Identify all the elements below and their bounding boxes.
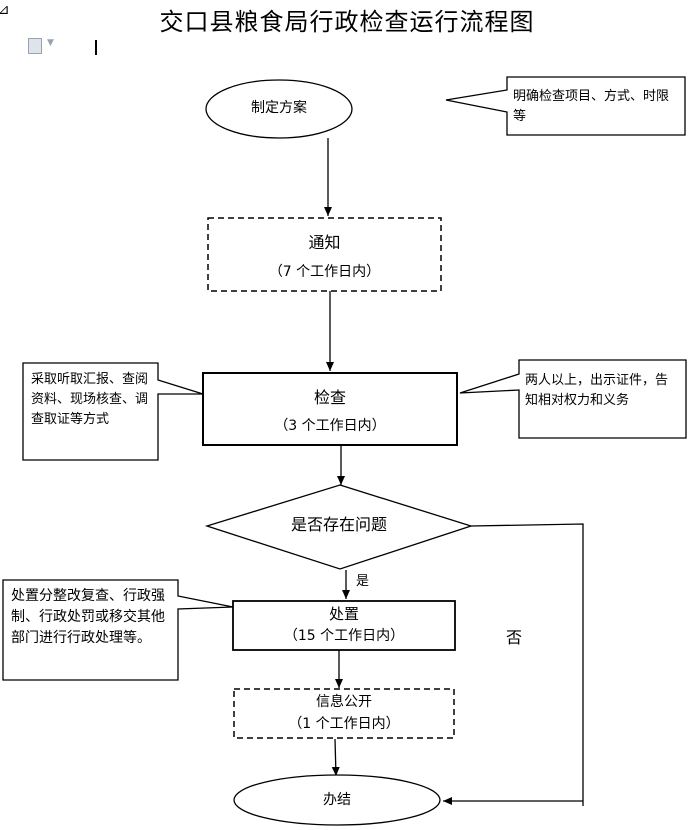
handle-note-shape <box>2 579 234 681</box>
inspect-left-note: 采取听取汇报、查阅资料、现场核查、调查取证等方式 <box>31 372 149 427</box>
yes-label: 是 <box>356 574 370 589</box>
plan-note: 明确检查项目、方式、时限等 <box>513 89 670 124</box>
finish-label: 办结 <box>323 792 351 808</box>
question-node <box>204 484 474 570</box>
plan-node <box>205 79 353 139</box>
handle-node <box>232 600 456 651</box>
inspect-right-note-shape <box>459 359 687 439</box>
corner-mark: ⊿ <box>0 2 10 18</box>
inspect-label: 检查 <box>313 388 346 407</box>
handle-label: 处置 <box>328 605 359 623</box>
arrow-publish-to-finish <box>331 738 340 777</box>
publish-node <box>233 688 455 739</box>
document-icon[interactable] <box>28 38 42 54</box>
publish-label: 信息公开 <box>316 694 372 710</box>
inspect-left-note-shape <box>22 362 204 461</box>
inspect-days: （3 个工作日内） <box>274 418 386 434</box>
plan-note-shape <box>445 76 686 136</box>
text-cursor <box>95 40 97 55</box>
notify-days: （7 个工作日内） <box>268 264 381 280</box>
handle-days: （15 个工作日内） <box>283 628 405 644</box>
inspect-node <box>202 372 458 446</box>
handle-note: 处置分整改复查、行政强制、行政处罚或移交其他部门进行行政处理等。 <box>11 588 165 646</box>
plan-label: 制定方案 <box>251 100 307 116</box>
notify-node <box>207 217 442 292</box>
no-label: 否 <box>506 628 523 647</box>
chevron-down-icon[interactable]: ▼ <box>47 38 54 48</box>
no-branch-line <box>470 523 584 806</box>
inspect-right-note: 两人以上，出示证件，告知相对权力和义务 <box>525 373 669 408</box>
page-title: 交口县粮食局行政检查运行流程图 <box>159 8 535 36</box>
notify-label: 通知 <box>308 233 341 252</box>
question-label: 是否存在问题 <box>290 515 387 534</box>
finish-node <box>233 774 441 826</box>
publish-days: （1 个工作日内） <box>288 716 400 732</box>
